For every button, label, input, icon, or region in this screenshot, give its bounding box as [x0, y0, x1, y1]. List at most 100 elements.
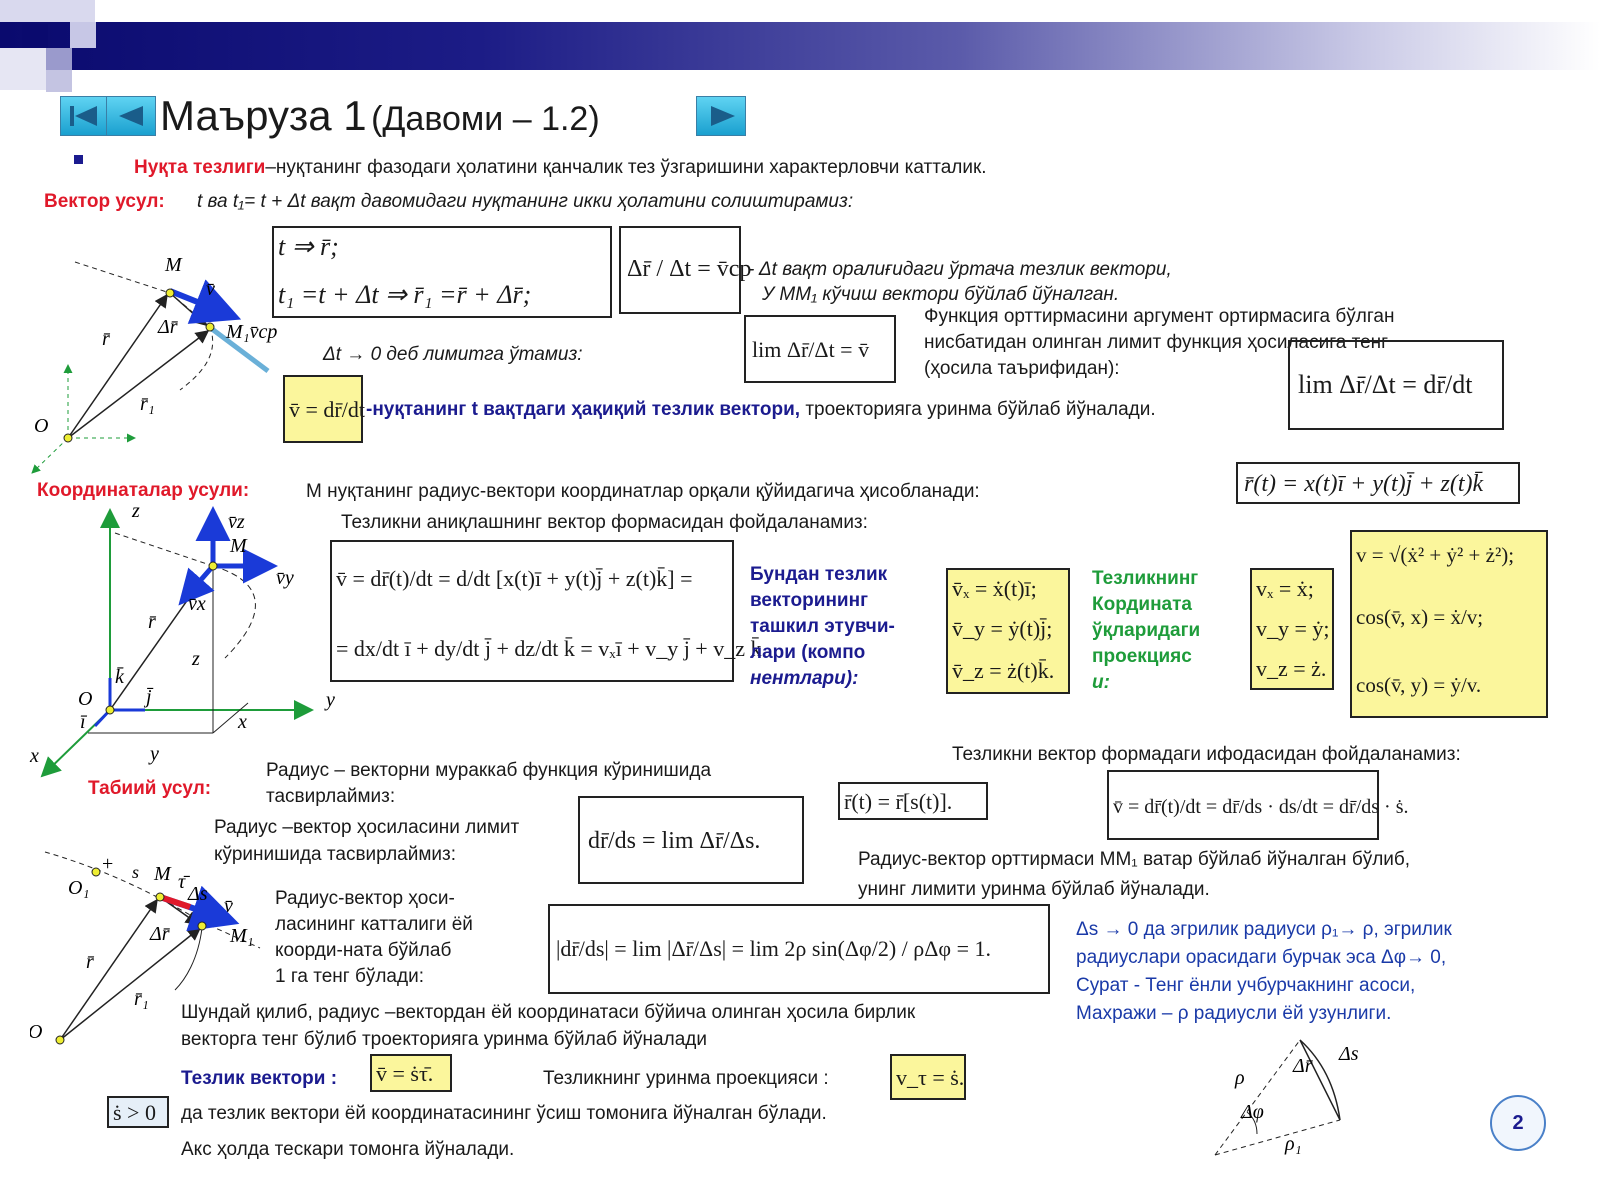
trajectory-curve [74, 261, 211, 328]
component-y: v̄_y = ẏ(t)j̄; [952, 616, 1053, 641]
eq-velocity-line-2: = dx/dt ī + dy/dt j̄ + dz/dt k̄ = vₓī + … [336, 636, 762, 661]
avg-note-2: У ММ₁ кўчиш вектори бўйлаб йўналган. [762, 284, 1120, 305]
unit-note-line: 1 га тенг бўлади: [275, 966, 424, 987]
label-r: r̄ [86, 951, 94, 973]
eq-derivative: lim Δr̄/Δt = dr̄/dt [1298, 370, 1473, 399]
curvature-note-line: Сурат - Тенг ёнли учбурчакнинг асоси, [1076, 975, 1416, 996]
components-note-line: ташкил этувчи- [750, 616, 895, 637]
curvature-note-line: радиуслари орасидаги бурчак эса Δφ→ 0, [1076, 947, 1447, 968]
avg-note-1: - Δt вақт оралиғидаги ўртача тезлик вект… [748, 259, 1172, 280]
decor-square [22, 24, 48, 48]
deriv-note-3: (ҳосила таърифидан): [924, 358, 1120, 379]
origin-point [63, 433, 73, 443]
origin-point [55, 1035, 65, 1045]
label-o: O [78, 688, 92, 710]
vector-method-label: Вектор усул: [44, 191, 165, 212]
label-o1: O₁ [68, 877, 89, 899]
axis-line [31, 437, 69, 474]
vector-diagram: O M v̄ r̄ Δr̄ M₁v̄ср r̄₁ [31, 254, 277, 474]
tangent-projection-box: v_τ = ṡ. [890, 1054, 966, 1100]
unit-note-line: Радиус-вектор ҳоси- [275, 888, 455, 909]
label-rho: ρ [1234, 1067, 1245, 1089]
projections-note-line: и: [1092, 672, 1110, 693]
eq-positive-condition: ṡ > 0 [113, 1100, 156, 1125]
limit-note: Δt → 0 деб лимитга ўтамиз: [323, 344, 583, 365]
eq-unit-magnitude: |dr̄/ds| = lim |Δr̄/Δs| = lim 2ρ sin(Δφ/… [556, 936, 992, 961]
velocity-derivation-box: v̄ = dr̄(t)/dt = d/dt [x(t)ī + y(t)j̄ + … [330, 540, 761, 682]
eq-position-2: t₁ =t + Δt ⇒ r̄₁ =r̄ + Δr̄; [278, 280, 532, 309]
trajectory-curve [44, 851, 261, 949]
label-dr: Δr̄ [1292, 1055, 1313, 1077]
eq-avg-velocity: Δr̄ / Δt = v̄ср [627, 256, 752, 282]
avg-velocity-box: Δr̄ / Δt = v̄ср [619, 226, 751, 314]
label-m: M [229, 535, 248, 557]
natural-deriv-note-2: кўринишида тасвирлаймиз: [214, 844, 456, 865]
decor-square [0, 48, 46, 90]
coord-method-label: Координаталар усули: [37, 480, 250, 501]
label-m: M [164, 254, 183, 276]
label-dr: Δr̄ [149, 923, 170, 945]
vector-method-intro: t ва t₁= t + Δt вақт давомидаги нуқтанин… [197, 191, 854, 212]
eq-velocity-line-1: v̄ = dr̄(t)/dt = d/dt [x(t)ī + y(t)j̄ + … [336, 566, 693, 591]
eq-natural-deriv: dr̄/ds = lim Δr̄/Δs. [588, 828, 761, 854]
components-note-line: нентлари): [750, 668, 859, 689]
summary-line-2: векторга тенг бўлиб троекторияга уринма … [181, 1029, 707, 1050]
curvature-note: Δs → 0 да эгрилик радиуси ρ₁→ ρ, эгрилик… [1076, 916, 1452, 1028]
natural-radius-note-1: Радиус – векторни мураккаб функция кўрин… [266, 760, 712, 781]
decor-square [46, 48, 72, 70]
tangent-unit-vector [159, 894, 191, 910]
first-slide-arrow-icon [75, 106, 97, 126]
coord-method-intro: М нуқтанинг радиус-вектори координатлар … [306, 481, 980, 502]
projections-note-line: проекцияс [1092, 646, 1192, 667]
label-m1: M₁v̄ср [225, 321, 277, 343]
velocity-line: -нуқтанинг t вақтдаги ҳақиқий тезлик век… [366, 399, 1156, 421]
label-ds: Δs [1338, 1043, 1359, 1065]
origin-point [105, 705, 115, 715]
natural-diagram: O₁ + s M τ̄ Δs v̄ Δr̄ M₁ r̄ r̄₁ O [30, 851, 261, 1045]
first-slide-icon [70, 106, 74, 126]
magnitude-eq: v = √(ẋ² + ẏ² + ż²); [1356, 543, 1515, 567]
coordinate-diagram: z v̄z M v̄y v̄x r̄ z k̄ O j̄ ī x y x y [29, 500, 335, 778]
label-o: O [30, 1021, 42, 1043]
unit-magnitude-box: |dr̄/ds| = lim |Δr̄/Δs| = lim 2ρ sin(Δφ/… [548, 904, 1050, 994]
eq-tangent-projection: v_τ = ṡ. [896, 1065, 965, 1090]
page-title: Маъруза 1 (Давоми – 1.2) [160, 92, 600, 140]
previous-slide-button[interactable] [106, 96, 156, 136]
first-slide-button[interactable] [60, 96, 110, 136]
next-slide-button[interactable] [696, 96, 746, 136]
coord-vector-form-note: Тезликни аниқлашнинг вектор формасидан ф… [341, 512, 868, 533]
eq-limit: lim Δr̄/Δt = v̄ [752, 337, 870, 362]
point-m [208, 561, 218, 571]
eq-position-1: t ⇒ r̄; [278, 232, 339, 261]
label-v: v̄ [206, 278, 215, 300]
label-j: j̄ [143, 686, 153, 708]
chain-rule-box: v̄ = dr̄(t)/dt = dr̄/ds · ds/dt = dr̄/ds… [1107, 770, 1409, 840]
limit-box: lim Δr̄/Δt = v̄ [744, 315, 896, 383]
label-vy: v̄y [276, 567, 294, 589]
projection-line [212, 702, 249, 734]
label-dphi: Δφ [1240, 1101, 1264, 1123]
component-x: v̄ₓ = ẋ(t)ī; [952, 576, 1037, 601]
natural-radius-note-2: тасвирлаймиз: [266, 786, 396, 807]
label-vz: v̄z [228, 511, 245, 533]
arc-curve [1299, 1039, 1341, 1121]
negative-note: Акс ҳолда тескари томонга йўналади. [181, 1139, 515, 1160]
radius-vector [59, 898, 158, 1041]
label-o: O [34, 415, 48, 437]
label-dr: Δr̄ [157, 316, 178, 338]
label-r1: r̄₁ [134, 988, 149, 1010]
point-o1 [91, 867, 101, 877]
natural-velocity-box: v̄ = ṡτ̄. [370, 1054, 452, 1092]
label-r: r̄ [148, 611, 156, 633]
projection-z: v_z = ż. [1256, 656, 1327, 681]
label-m1: M₁ [229, 925, 254, 947]
label-v: v̄ [224, 895, 233, 917]
eq-natural-velocity: v̄ = ṡτ̄. [376, 1061, 434, 1086]
velocity-term: -нуқтанинг t вақтдаги ҳақиқий тезлик век… [366, 399, 801, 420]
label-plus: + [102, 853, 113, 875]
radius-line [1214, 1039, 1301, 1156]
derivative-box: lim Δr̄/Δt = dr̄/dt [1288, 340, 1504, 430]
point-m [155, 892, 165, 902]
label-y-axis: y [324, 689, 335, 711]
position-equations-box: t ⇒ r̄; t₁ =t + Δt ⇒ r̄₁ =r̄ + Δr̄; [272, 226, 612, 318]
